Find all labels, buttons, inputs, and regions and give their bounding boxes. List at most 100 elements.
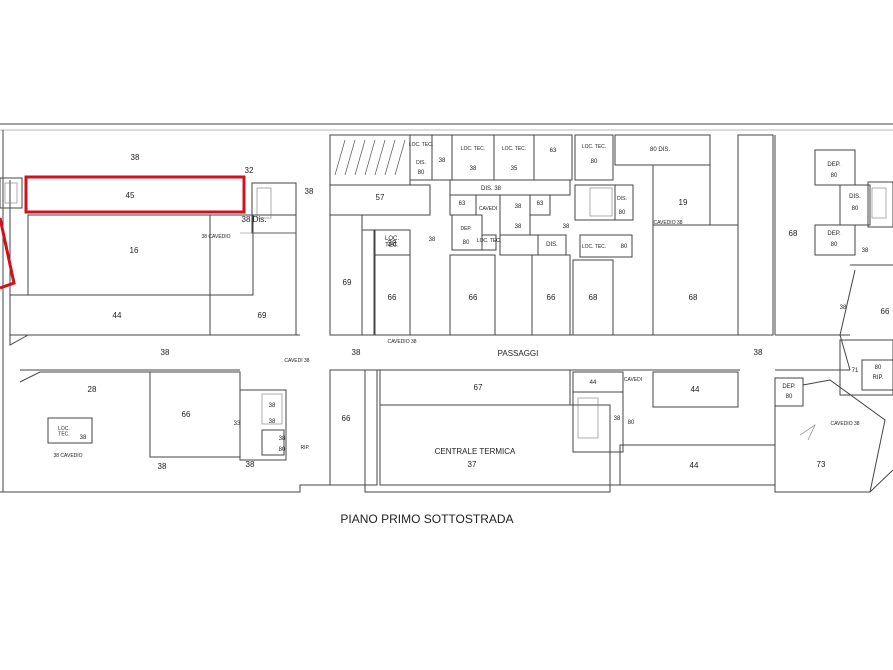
label-cavedi: CAVEDI <box>479 206 497 212</box>
label-69-mid: 69 <box>343 278 352 287</box>
label-33: 33 <box>234 421 241 427</box>
label-38-dis: 38 Dis. <box>242 215 267 224</box>
label-80-rip: 80 <box>875 365 882 371</box>
label-38-l: 38 <box>614 416 621 422</box>
label-dis-38: DIS. 38 <box>481 186 502 192</box>
lower-right-block <box>774 379 886 493</box>
label-loc-tec-a: LOC.TEC. <box>385 236 399 249</box>
label-66-b: 66 <box>469 293 478 302</box>
label-63-a: 63 <box>550 148 557 154</box>
highlighted-room-edge <box>0 217 16 290</box>
label-69-left: 69 <box>258 311 267 320</box>
label-80-g: 80 <box>852 206 859 212</box>
label-80-k: 80 <box>786 394 793 400</box>
lower-central-block <box>329 369 776 486</box>
highlighted-room-45[interactable] <box>24 175 246 214</box>
label-dis-a: DIS. <box>416 160 426 166</box>
label-80-a: 80 <box>418 170 425 176</box>
label-80-h: 80 <box>831 242 838 248</box>
label-38-right-b: 38 <box>840 305 847 311</box>
label-44-b: 44 <box>590 380 597 386</box>
label-19: 19 <box>679 198 688 207</box>
label-passaggi: PASSAGGI <box>498 349 539 358</box>
label-38-row-b: 38 <box>352 348 361 357</box>
label-38-h: 38 <box>80 435 87 441</box>
label-80-j: 80 <box>628 420 635 426</box>
label-57: 57 <box>376 193 385 202</box>
label-cavedio-38-a: CAVEDIO 38 <box>387 339 416 345</box>
label-38-loc-a: 38 <box>388 239 397 248</box>
label-16: 16 <box>130 246 139 255</box>
label-dis-c: DIS. <box>617 196 627 202</box>
label-68-a: 68 <box>589 293 598 302</box>
label-63-b: 63 <box>459 201 466 207</box>
label-66-d: 66 <box>182 410 191 419</box>
label-rip-b: RIP. <box>873 375 884 381</box>
label-73: 73 <box>817 460 826 469</box>
building-outline <box>0 123 893 493</box>
label-38-bottom-b: 38 <box>246 460 255 469</box>
label-80-c: 80 <box>463 240 470 246</box>
label-loc-tec-b: LOC. TEC. <box>409 142 433 148</box>
label-38-g: 38 <box>563 224 570 230</box>
label-35: 35 <box>511 166 518 172</box>
label-38-cavedio-c: 38 CAVEDIO <box>53 453 82 459</box>
label-dep-a: DEP. <box>460 226 471 232</box>
label-38-j: 38 <box>269 419 276 425</box>
label-38-bottom-a: 38 <box>158 462 167 471</box>
label-44-left: 44 <box>113 311 122 320</box>
right-block <box>774 135 893 407</box>
label-28: 28 <box>88 385 97 394</box>
room-labels: 38 32 45 38 38 Dis. 38 CAVEDIO 16 44 69 … <box>53 142 890 471</box>
corridor-passaggi <box>10 334 850 371</box>
label-loc-tec-e: LOC. TEC. <box>582 144 606 150</box>
label-45: 45 <box>126 191 135 200</box>
label-dep-c: DEP. <box>827 231 841 237</box>
label-71: 71 <box>852 368 859 374</box>
label-68-b: 68 <box>689 293 698 302</box>
label-38-row-a: 38 <box>161 348 170 357</box>
label-38-k: 38 <box>279 436 286 442</box>
label-80-i: 80 <box>279 447 286 453</box>
label-dep-b: DEP. <box>827 162 841 168</box>
lower-left-block <box>19 371 287 461</box>
label-38-stair: 38 <box>305 187 314 196</box>
label-dis-d: DIS. <box>849 194 861 200</box>
label-80-e: 80 <box>621 244 628 250</box>
left-block <box>0 177 297 346</box>
label-38-i: 38 <box>269 403 276 409</box>
label-loc-tec-h: LOC.TEC. <box>58 426 70 438</box>
label-80-d: 80 <box>619 210 626 216</box>
label-loc-tec-g: LOC. TEC. <box>582 244 606 250</box>
label-44-d: 44 <box>690 461 699 470</box>
label-63-c: 63 <box>537 201 544 207</box>
label-66-a: 66 <box>388 293 397 302</box>
label-38-cavedio: 38 CAVEDIO <box>201 234 230 240</box>
label-80-b: 80 <box>591 159 598 165</box>
label-32: 32 <box>245 166 254 175</box>
label-cavedi-b: CAVEDI <box>624 377 642 383</box>
ramp-hatch <box>334 139 406 176</box>
label-loc-tec-d: LOC. TEC. <box>502 146 526 152</box>
label-38-b: 38 <box>439 158 446 164</box>
label-38-top: 38 <box>131 153 140 162</box>
label-dep-d: DEP. <box>782 384 796 390</box>
label-38-e: 38 <box>429 237 436 243</box>
label-80-dis: 80 DIS. <box>650 147 670 153</box>
label-line: TEC. <box>58 432 69 438</box>
label-38-right: 38 <box>862 248 869 254</box>
label-line: TEC. <box>385 243 399 249</box>
drawing-caption: PIANO PRIMO SOTTOSTRADA <box>340 512 513 526</box>
label-cavedio-38-d: CAVEDIO 38 <box>830 421 859 427</box>
label-66-e: 66 <box>342 414 351 423</box>
central-block <box>329 134 774 336</box>
label-cavedio-38-b: CAVEDIO 38 <box>653 220 682 226</box>
label-38-c: 38 <box>470 166 477 172</box>
label-67: 67 <box>474 383 483 392</box>
label-37: 37 <box>468 460 477 469</box>
label-rip: RIP. <box>300 445 309 451</box>
label-66-right: 66 <box>881 307 890 316</box>
label-44-c: 44 <box>691 385 700 394</box>
label-38-row-c: 38 <box>754 348 763 357</box>
